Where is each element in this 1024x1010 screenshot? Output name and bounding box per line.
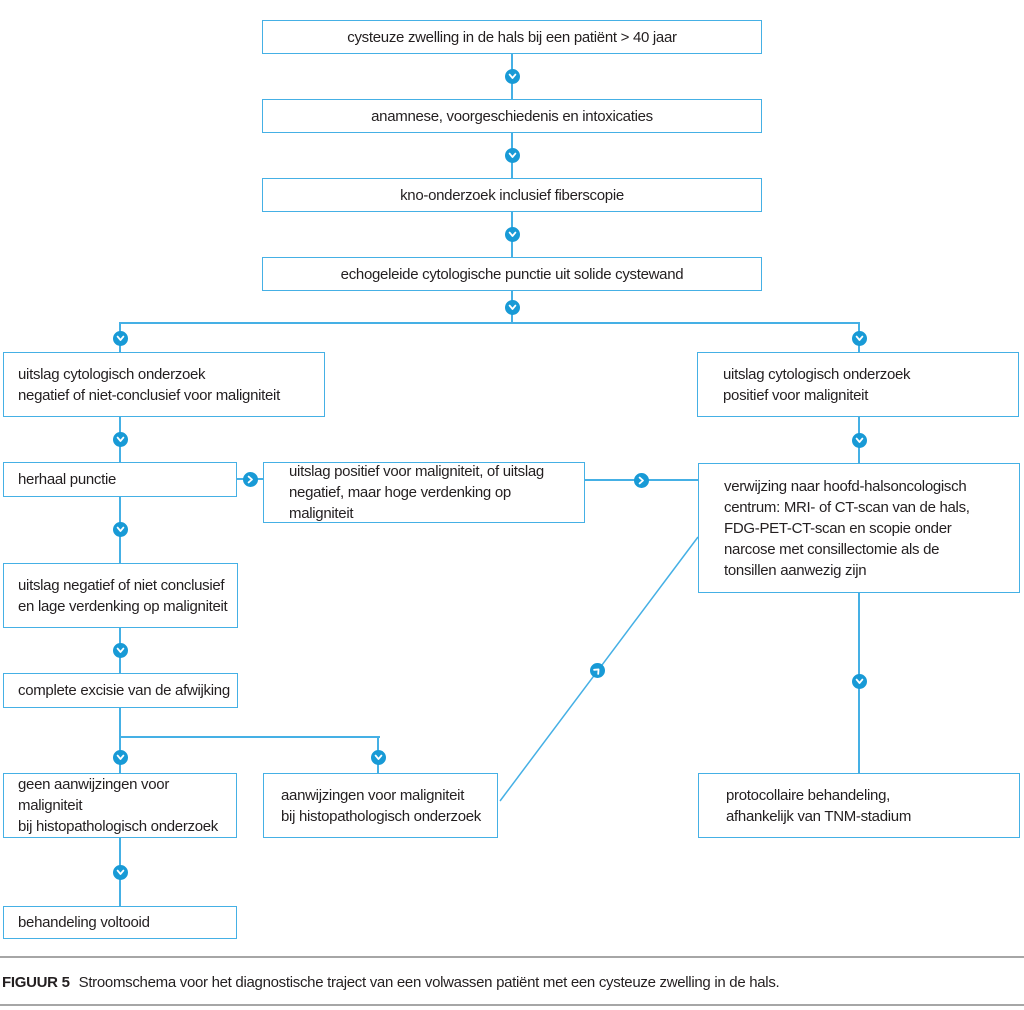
node-herhaal-punctie: herhaal punctie (3, 462, 237, 497)
node-anamnese: anamnese, voorgeschiedenis en intoxicati… (262, 99, 762, 133)
node-behandeling-voltooid: behandeling voltooid (3, 906, 237, 939)
arrow-right-icon (242, 471, 258, 487)
arrow-down-icon (112, 864, 128, 880)
arrow-down-icon (504, 147, 520, 163)
node-echogeleide-punctie: echogeleide cytologische punctie uit sol… (262, 257, 762, 291)
node-cytologie-positief: uitslag cytologisch onderzoek positief v… (697, 352, 1019, 417)
arrow-down-icon (851, 673, 867, 689)
figure-caption-label: FIGUUR 5 (2, 974, 70, 991)
node-complete-excisie: complete excisie van de afwijking (3, 673, 238, 708)
arrow-down-icon (112, 521, 128, 537)
connector-line (119, 736, 380, 738)
arrow-down-icon (851, 330, 867, 346)
arrow-up-right-icon (589, 662, 605, 678)
node-herhaling-positief: uitslag positief voor maligniteit, of ui… (263, 462, 585, 523)
node-protocollaire-behandeling: protocollaire behandeling, afhankelijk v… (698, 773, 1020, 838)
arrow-down-icon (504, 68, 520, 84)
arrow-down-icon (112, 431, 128, 447)
connector-line (119, 322, 860, 324)
node-herhaling-negatief: uitslag negatief of niet conclusief en l… (3, 563, 238, 628)
arrow-down-icon (504, 226, 520, 242)
connector-line (119, 708, 121, 738)
node-start: cysteuze zwelling in de hals bij een pat… (262, 20, 762, 54)
caption-top-rule (0, 956, 1024, 958)
arrow-down-icon (112, 642, 128, 658)
node-histologie-geen-maligniteit: geen aanwijzingen voor maligniteit bij h… (3, 773, 237, 838)
caption-bottom-rule (0, 1004, 1024, 1006)
arrow-down-icon (851, 432, 867, 448)
arrow-down-icon (370, 749, 386, 765)
arrow-down-icon (112, 749, 128, 765)
arrow-right-icon (633, 472, 649, 488)
node-cytologie-negatief: uitslag cytologisch onderzoek negatief o… (3, 352, 325, 417)
figure-caption-text: Stroomschema voor het diagnostische traj… (78, 974, 780, 991)
node-histologie-maligniteit: aanwijzingen voor maligniteit bij histop… (263, 773, 498, 838)
figure-caption: FIGUUR 5 Stroomschema voor het diagnostis… (2, 972, 1018, 993)
arrow-down-icon (112, 330, 128, 346)
node-kno-onderzoek: kno-onderzoek inclusief fiberscopie (262, 178, 762, 212)
arrow-down-icon (504, 299, 520, 315)
node-verwijzing-centrum: verwijzing naar hoofd-halsoncologisch ce… (698, 463, 1020, 593)
